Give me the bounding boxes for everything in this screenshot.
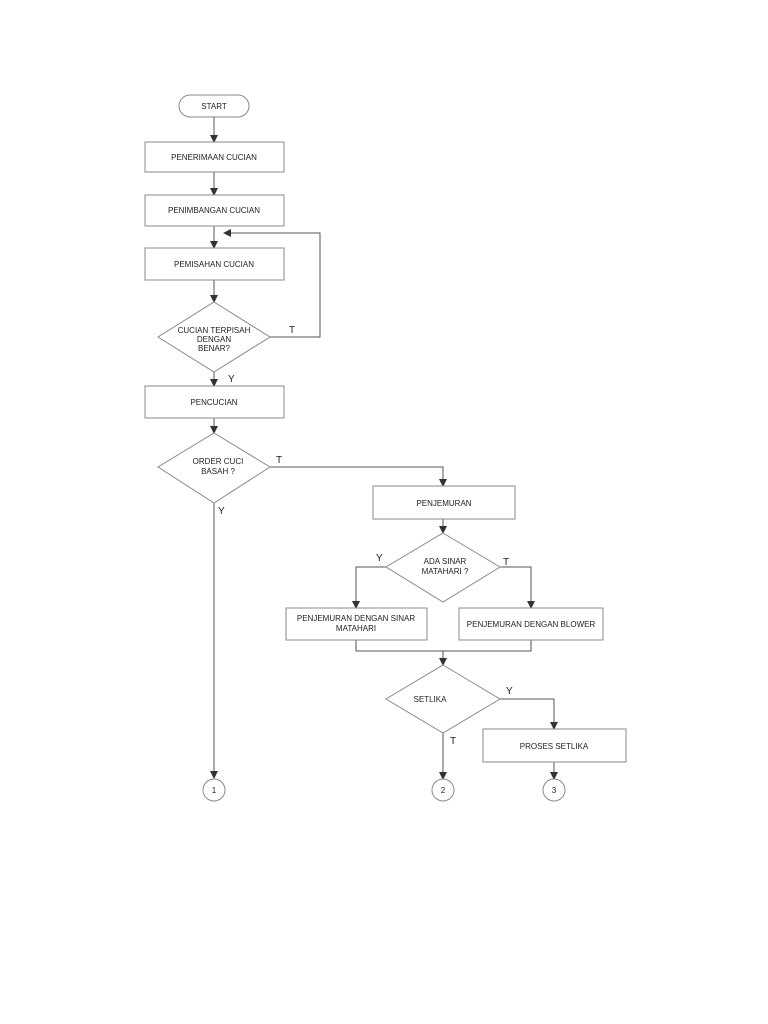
edge-label-setlika-yes: Y (506, 686, 513, 697)
process-box (482, 728, 627, 763)
process-label: PEMISAHAN CUCIAN (174, 260, 254, 269)
connector-label: 1 (212, 786, 217, 795)
process-penerimaan: PENERIMAAN CUCIAN (144, 141, 285, 173)
decision-diamond (385, 532, 501, 603)
process-jemur-blower: PENJEMURAN DENGAN BLOWER (458, 607, 604, 641)
edge-label-order-no: T (276, 455, 282, 466)
edge-label-setlika-no: T (450, 736, 456, 747)
arrow-decision-loop-back (223, 229, 321, 338)
process-box (372, 485, 516, 520)
decision-order-cuci: ORDER CUCI BASAH ? (157, 432, 271, 504)
process-penimbangan: PENIMBANGAN CUCIAN (144, 194, 285, 227)
process-box (144, 194, 285, 227)
arrow-ada-sinar-to-jemur-blower (500, 566, 535, 609)
arrow-ada-sinar-to-jemur-sinar (352, 566, 386, 609)
connector-label: 2 (441, 786, 446, 795)
process-box (458, 607, 604, 641)
edge-label-sinar-yes: Y (376, 553, 383, 564)
decision-setlika: SETLIKA (385, 664, 501, 734)
process-label-line-1: PENJEMURAN DENGAN SINAR (297, 614, 415, 623)
process-box (285, 607, 428, 641)
decision-label-line-2: DENGAN (197, 335, 231, 344)
decision-diamond (157, 432, 271, 504)
edge-label-sinar-no: T (503, 557, 509, 568)
process-label: PENJEMURAN (416, 499, 471, 508)
connector-lines (210, 117, 558, 780)
process-pencucian: PENCUCIAN (144, 385, 285, 419)
process-label: PENCUCIAN (190, 398, 237, 407)
process-label: PROSES SETLIKA (520, 742, 589, 751)
connector-circle (431, 778, 455, 802)
start-shape (178, 94, 250, 118)
decision-label-line-2: MATAHARI ? (422, 567, 469, 576)
process-label: PENIMBANGAN CUCIAN (168, 206, 260, 215)
edge-label-cek-no: T (289, 325, 295, 336)
decision-diamond (385, 664, 501, 734)
process-box (144, 385, 285, 419)
process-label-line-2: MATAHARI (336, 624, 376, 633)
connector-2: 2 (431, 778, 455, 802)
arrow-setlika-to-proses (500, 698, 558, 730)
start-terminal: START (178, 94, 250, 118)
connector-1: 1 (202, 778, 226, 802)
decision-cek-terpisah: CUCIAN TERPISAH DENGAN BENAR? (157, 301, 271, 373)
decision-ada-sinar: ADA SINAR MATAHARI ? (385, 532, 501, 603)
connector-circle (542, 778, 566, 802)
start-label: START (201, 102, 227, 111)
process-proses-setlika: PROSES SETLIKA (482, 728, 627, 763)
decision-label-line-1: ADA SINAR (424, 557, 467, 566)
connector-label: 3 (552, 786, 557, 795)
decision-label-line-3: BENAR? (198, 344, 231, 353)
edge-label-order-yes: Y (218, 506, 225, 517)
connector-circle (202, 778, 226, 802)
connector-3: 3 (542, 778, 566, 802)
edge-label-cek-yes: Y (228, 374, 235, 385)
decision-label-line-2: BASAH ? (201, 467, 235, 476)
process-box (144, 141, 285, 173)
decision-label-line-1: CUCIAN TERPISAH (178, 326, 251, 335)
process-jemur-sinar: PENJEMURAN DENGAN SINAR MATAHARI (285, 607, 428, 641)
merge-line (355, 640, 532, 652)
decision-label: SETLIKA (414, 695, 448, 704)
process-box (144, 247, 285, 281)
process-penjemuran: PENJEMURAN (372, 485, 516, 520)
process-label: PENERIMAAN CUCIAN (171, 153, 257, 162)
process-pemisahan: PEMISAHAN CUCIAN (144, 247, 285, 281)
decision-label-line-1: ORDER CUCI (193, 457, 244, 466)
process-label: PENJEMURAN DENGAN BLOWER (467, 620, 596, 629)
arrow-order-to-penjemuran (270, 466, 447, 487)
decision-diamond (157, 301, 271, 373)
